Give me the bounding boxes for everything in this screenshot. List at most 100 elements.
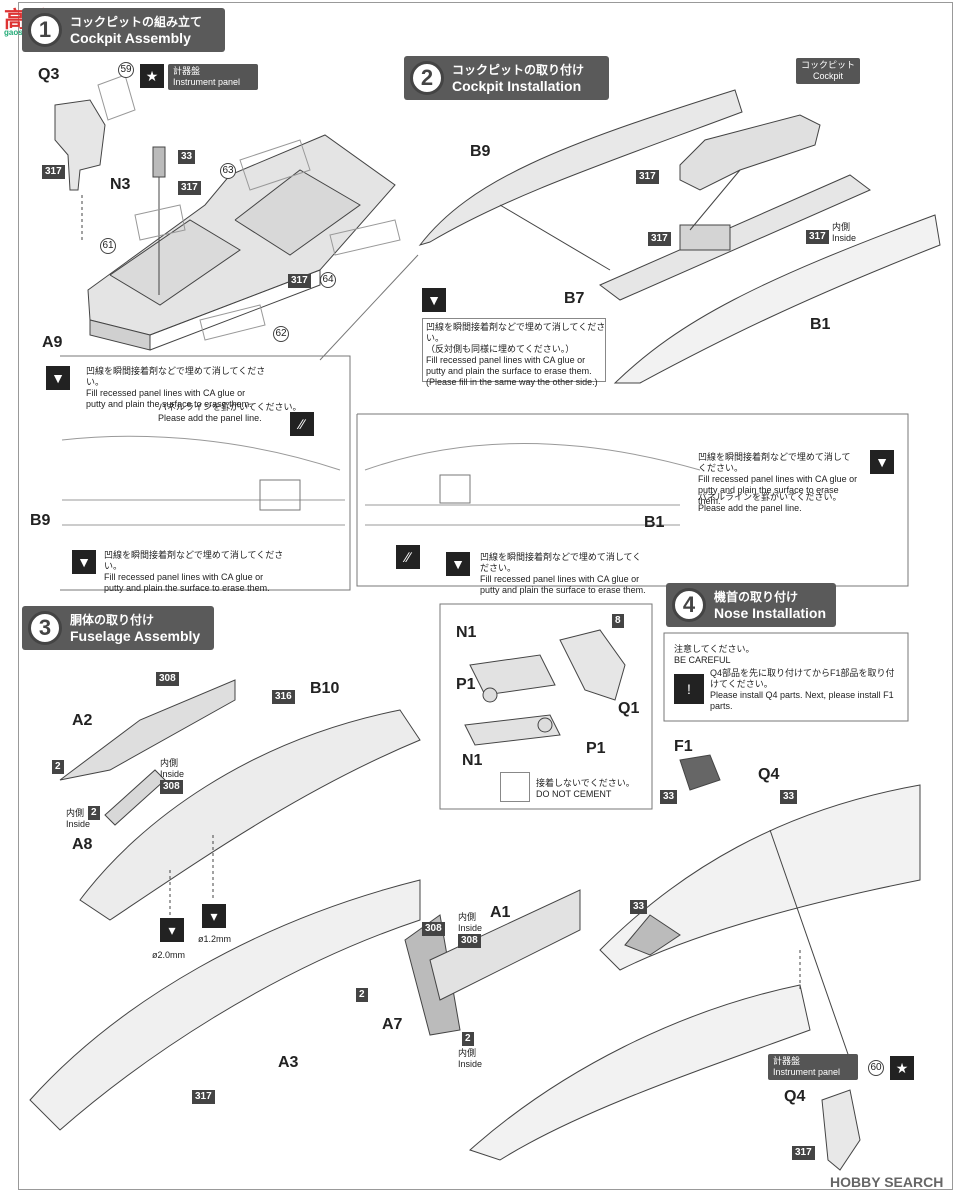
color-316: 316 — [272, 690, 295, 704]
note-fill-right: 凹線を瞬間接着剤などで埋めて消してください。Fill recessed pane… — [698, 452, 858, 506]
part-a8: A8 — [72, 836, 93, 853]
note-fill-box — [422, 318, 606, 382]
part-b9: B9 — [470, 143, 491, 160]
part-q4: Q4 — [758, 766, 780, 783]
part-q3: Q3 — [38, 66, 60, 83]
step-title-en: Fuselage Assembly — [70, 628, 201, 644]
color-317: 317 — [806, 230, 829, 244]
drill-icon: ▾ — [160, 918, 184, 942]
note-fill-left: 凹線を瞬間接着剤などで埋めて消してください。Fill recessed pane… — [86, 366, 266, 409]
part-a1: A1 — [490, 904, 511, 921]
fill-icon: ▼ — [870, 450, 894, 474]
color-2: 2 — [356, 988, 368, 1002]
color-317: 317 — [192, 1090, 215, 1104]
part-f1: F1 — [674, 738, 693, 755]
fill-icon: ▼ — [422, 288, 446, 312]
fill-icon: ▼ — [46, 366, 70, 390]
color-317: 317 — [648, 232, 671, 246]
page-frame — [18, 2, 953, 1190]
star-icon: ★ — [890, 1056, 914, 1080]
color-33: 33 — [630, 900, 648, 914]
step-title-jp: 機首の取り付け — [714, 590, 799, 604]
color-308: 308 — [156, 672, 179, 686]
do-not-cement-icon — [500, 772, 530, 802]
watermark-hobbysearch: HOBBY SEARCH — [830, 1174, 944, 1190]
step-title-en: Cockpit Assembly — [70, 30, 191, 46]
part-b10: B10 — [310, 680, 340, 697]
step-title-jp: コックピットの取り付け — [452, 63, 585, 77]
color-2: 2 — [52, 760, 64, 774]
part-b1: B1 — [810, 316, 831, 333]
decal-59: 59 — [118, 62, 134, 78]
decal-62: 62 — [273, 326, 289, 342]
step-number: 3 — [28, 611, 62, 645]
drill-12mm: ø1.2mm — [198, 934, 232, 944]
decal-63: 63 — [220, 163, 236, 179]
color-2: 2 — [462, 1032, 474, 1046]
drill-2mm: ø2.0mm — [152, 950, 186, 960]
note-fill-other-side: 凹線を瞬間接着剤などで埋めて消してください。（反対側も同様に埋めてください。）F… — [426, 322, 606, 387]
color-317: 317 — [288, 274, 311, 288]
color-317: 317 — [42, 165, 65, 179]
color-33: 33 — [660, 790, 678, 804]
note-careful: 注意してください。BE CAREFUL — [674, 644, 755, 665]
part-a9: A9 — [42, 334, 63, 351]
part-a2: A2 — [72, 712, 93, 729]
color-308: 308 — [160, 780, 183, 794]
step-title-jp: コックピットの組み立て — [70, 15, 203, 29]
color-2: 2 — [88, 806, 100, 820]
part-n3: N3 — [110, 176, 131, 193]
color-8: 8 — [612, 614, 624, 628]
fill-icon: ▼ — [446, 552, 470, 576]
caution-icon: ! — [674, 674, 704, 704]
part-n1: N1 — [462, 752, 483, 769]
step-number: 1 — [28, 13, 62, 47]
note-do-not-cement: 接着しないでください。DO NOT CEMENT — [536, 778, 635, 799]
step-title-en: Cockpit Installation — [452, 78, 582, 94]
fill-icon: ▼ — [72, 550, 96, 574]
note-panel-right: パネルラインを罫がいてください。Please add the panel lin… — [698, 492, 842, 513]
note-q4-first: Q4部品を先に取り付けてからF1部品を取り付けてください。Please inst… — [710, 668, 895, 711]
part-p1: P1 — [456, 676, 476, 693]
note-fill-left-bottom: 凹線を瞬間接着剤などで埋めて消してください。Fill recessed pane… — [104, 550, 284, 593]
step-title-jp: 胴体の取り付け — [70, 613, 155, 627]
decal-61: 61 — [100, 238, 116, 254]
scribe-icon: ∕∕ — [396, 545, 420, 569]
part-b1-detail: B1 — [644, 514, 665, 531]
color-317: 317 — [178, 181, 201, 195]
color-33: 33 — [780, 790, 798, 804]
part-b7: B7 — [564, 290, 585, 307]
color-308: 308 — [422, 922, 445, 936]
step-number: 2 — [410, 61, 444, 95]
note-panel-left: パネルラインを罫がいてください。Please add the panel lin… — [158, 402, 302, 423]
part-p1: P1 — [586, 740, 606, 757]
scribe-icon: ∕∕ — [290, 412, 314, 436]
drill-icon: ▾ — [202, 904, 226, 928]
color-33: 33 — [178, 150, 196, 164]
step-number: 4 — [672, 588, 706, 622]
part-a7: A7 — [382, 1016, 403, 1033]
part-q1: Q1 — [618, 700, 640, 717]
decal-60: 60 — [868, 1060, 884, 1076]
part-q4-panel: Q4 — [784, 1088, 806, 1105]
note-fill-right-bottom: 凹線を瞬間接着剤などで埋めて消してください。Fill recessed pane… — [480, 552, 646, 595]
step-title-en: Nose Installation — [714, 605, 827, 621]
color-317: 317 — [792, 1146, 815, 1160]
star-icon: ★ — [140, 64, 164, 88]
part-a3: A3 — [278, 1054, 299, 1071]
decal-64: 64 — [320, 272, 336, 288]
